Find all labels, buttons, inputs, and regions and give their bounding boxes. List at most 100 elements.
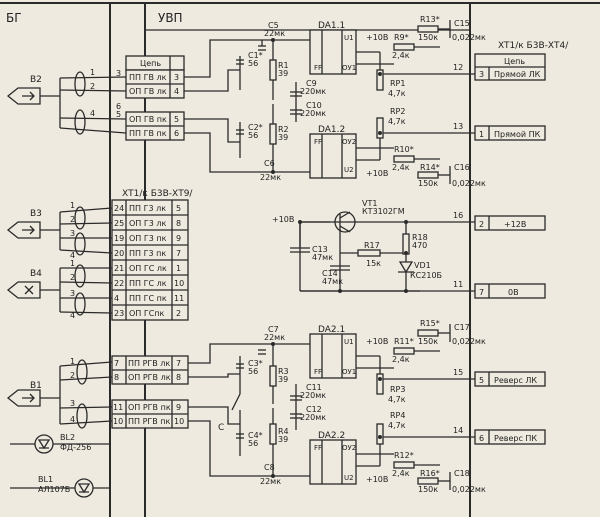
comp-ref: RP1 [390,79,405,88]
opamp-pin-u2: U2 [344,474,354,482]
comp-val: 56 [248,439,258,448]
term-mid-pin: 20 [114,249,124,258]
opamp-pin-ou1: ОУ1 [342,368,356,376]
comp-val: 220мк [300,109,326,118]
pin-num: 6 [116,102,121,111]
comp-ref: C13 [312,245,328,254]
comp-ref: C10 [306,101,322,110]
term-top-label: ПП ГВ пк [129,129,167,138]
comp-ref: RP3 [390,385,405,394]
term-mid-num: 11 [174,294,184,303]
pin-num: 3 [70,289,75,298]
comp-ref: R4 [278,427,289,436]
term-top-num: 3 [174,73,179,82]
top-component-labels: C5 22мк C1* 56 R1 39 C9 220мк C10 220мк … [248,15,486,188]
plug-label: B1 [30,381,42,391]
right-term-label: Цепь [504,57,525,66]
comp-ref: C4* [248,431,263,440]
comp-ref: C5 [268,21,279,30]
comp-ref: R9* [394,33,409,42]
plug-label: B3 [30,209,42,219]
pin-num: 2 [90,82,95,91]
term-bot-pin: 10 [113,417,123,426]
plug-b2 [6,71,127,135]
comp-val: 220мк [300,391,326,400]
led-bl1 [10,478,110,498]
right-term-label: Прямой ПК [494,130,541,139]
pin-num: 1 [70,357,75,366]
top-channel-wiring [184,20,451,184]
pin-num: 2 [70,273,75,282]
junction-dot [271,474,275,478]
right-term-num: 1 [479,130,484,139]
comp-ref: C17 [454,323,470,332]
opamp-pin-ou1: ОУ1 [342,64,356,72]
term-bot-pin: 7 [114,359,119,368]
junction-dot [378,435,382,439]
comp-val: 56 [248,367,258,376]
comp-val: 4,7к [388,421,406,430]
opamp-label: DA2.1 [318,325,345,335]
comp-val: 150к [418,33,438,42]
junction-dot [404,289,408,293]
term-mid-label: ПП Г3 лк [129,204,166,213]
comp-ref: R2 [278,125,289,134]
junction-dot [404,251,408,255]
junction-dot [338,289,342,293]
term-mid-pin: 4 [114,294,119,303]
comp-ref: C8 [264,463,275,472]
comp-val: 2,4к [392,469,410,478]
pin-num: 4 [90,109,95,118]
plug-label: B4 [30,269,42,279]
led-label: BL2 [60,433,75,442]
terminal-block-top [125,55,185,141]
opamp-pin-ou2: ОУ2 [342,444,356,452]
comp-ref: C18 [454,469,470,478]
opamp-pin-ou2: ОУ2 [342,138,356,146]
term-top-label: ОП ГВ пк [129,115,167,124]
pin-num: 4 [70,311,75,320]
connector-label-mid: XТ1/к Б3В-XТ9/ [122,189,193,199]
right-term-num: 6 [479,434,484,443]
comp-val: 47мк [312,253,333,262]
comp-val: 0,022мк [452,337,486,346]
comp-val: 39 [278,69,288,78]
pin-num: 5 [116,110,121,119]
terminal-block-bottom [111,355,189,429]
diode-ref: VD1 [414,261,431,270]
comp-val: 150к [418,485,438,494]
junction-dot [271,170,275,174]
supply-label: +10В [366,33,388,42]
opamp-pin-ff: FF [314,444,322,452]
right-term-num: 7 [479,288,484,297]
comp-val: 0,022мк [452,485,486,494]
pin-num: 1 [70,201,75,210]
pin-num: 4 [70,251,75,260]
term-mid-label: ОП ГС лк [129,264,167,273]
comp-ref: RP4 [390,411,405,420]
term-mid-label: ОП ГСпк [129,309,165,318]
term-mid-pin: 25 [114,219,124,228]
right-connector-frames [474,53,546,445]
opamp-da1-1 [309,29,357,75]
comp-ref: R16* [420,469,440,478]
term-top-label: ОП ГВ лк [129,87,167,96]
block-label-uvp: УВП [158,11,183,25]
comp-val: 56 [248,131,258,140]
comp-ref: R11* [394,337,414,346]
comp-ref: C12 [306,405,322,414]
plug-b4 [6,264,113,316]
junction-dot [378,131,382,135]
comp-ref: C6 [264,159,275,168]
line-num: 11 [453,280,463,289]
comp-val: 470 [412,241,427,250]
pin-num: 1 [90,68,95,77]
comp-val: 22мк [260,173,281,182]
junction-dot [298,220,302,224]
connector-label-top: XT1/к Б3В-XТ4/ [498,41,569,51]
comp-ref: R17 [364,241,380,250]
comp-ref: C2* [248,123,263,132]
comp-val: 2,4к [392,355,410,364]
comp-val: 220мк [300,87,326,96]
opamp-da1-2 [309,133,357,179]
